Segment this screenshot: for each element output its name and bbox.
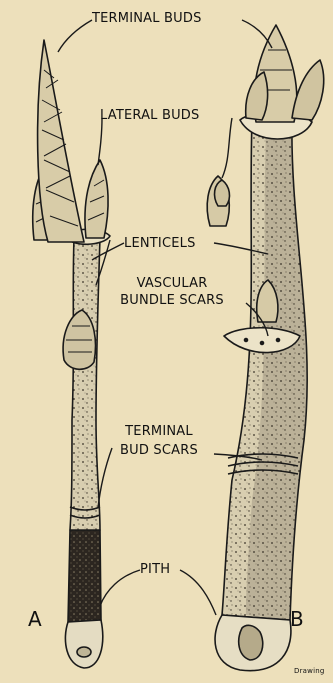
twig-a-stem bbox=[70, 238, 100, 530]
leader-terminal-buds-a bbox=[58, 20, 92, 52]
twig-a-pith bbox=[77, 647, 91, 657]
twig-b bbox=[207, 25, 324, 671]
label-twig-b: B bbox=[290, 608, 304, 630]
label-bud-scars-line1: TERMINAL bbox=[104, 424, 214, 439]
leader-lateral-buds-b bbox=[222, 118, 232, 178]
label-vascular-line2: BUNDLE SCARS bbox=[104, 293, 240, 308]
leader-pith-a bbox=[100, 570, 140, 606]
drawing-credit: Drawing bbox=[294, 667, 325, 675]
label-twig-a: A bbox=[28, 608, 42, 630]
label-terminal-buds: TERMINAL BUDS bbox=[92, 11, 202, 26]
twig-b-lateral-bud-small bbox=[215, 180, 230, 206]
label-lenticels: LENTICELS bbox=[124, 236, 196, 251]
twig-b-pith bbox=[239, 625, 263, 660]
leader-lateral-buds-a bbox=[98, 118, 102, 165]
label-terminal-bud-scars: TERMINAL BUD SCARS bbox=[104, 424, 214, 458]
twig-a bbox=[33, 40, 110, 668]
label-vascular-line1: VASCULAR bbox=[104, 276, 240, 291]
label-bud-scars-line2: BUD SCARS bbox=[104, 443, 214, 458]
label-pith: PITH bbox=[140, 562, 170, 577]
leader-pith-b bbox=[180, 570, 216, 615]
twig-a-cut-end bbox=[65, 620, 102, 668]
twig-a-lower-stem bbox=[68, 530, 101, 622]
label-vascular-bundle-scars: VASCULAR BUNDLE SCARS bbox=[104, 276, 240, 308]
label-lateral-buds: LATERAL BUDS bbox=[100, 108, 199, 123]
twig-b-terminal-bud-left bbox=[246, 72, 268, 120]
